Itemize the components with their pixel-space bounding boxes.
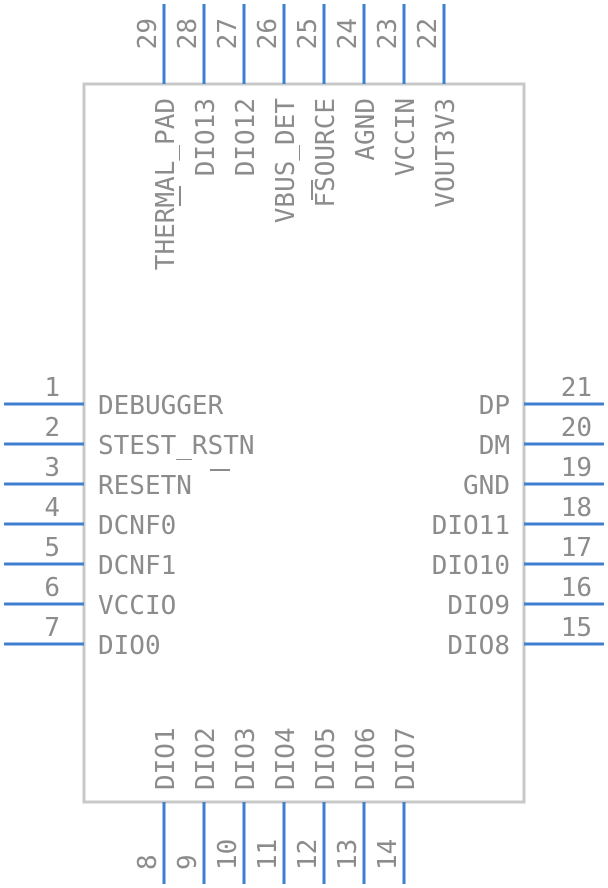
pin-label-vccin: VCCIN — [391, 98, 421, 176]
pin-number-8: 8 — [133, 854, 163, 870]
pin-label-dio11: DIO11 — [432, 511, 510, 541]
pin-number-15: 15 — [561, 613, 592, 643]
pin-number-24: 24 — [333, 18, 363, 49]
pin-label-dio9: DIO9 — [447, 591, 510, 621]
pin-label-vbus-det: VBUS_DET — [271, 98, 301, 224]
pin-label-dio2: DIO2 — [191, 727, 221, 790]
pin-number-23: 23 — [373, 18, 403, 49]
pin-label-debugger: DEBUGGER — [98, 391, 224, 421]
pin-number-5: 5 — [44, 533, 60, 563]
pin-label-dio8: DIO8 — [447, 631, 510, 661]
pin-number-19: 19 — [561, 453, 592, 483]
pin-number-20: 20 — [561, 413, 592, 443]
pin-label-vout3v3: VOUT3V3 — [431, 98, 461, 208]
pin-number-10: 10 — [213, 839, 243, 870]
pin-number-11: 11 — [253, 839, 283, 870]
pin-label-dio0: DIO0 — [98, 631, 161, 661]
pin-label-fsource: FSOURCE — [311, 98, 341, 208]
component-body — [82, 82, 526, 804]
pin-label-vccio: VCCIO — [98, 591, 176, 621]
pin-label-dio4: DIO4 — [271, 727, 301, 790]
pin-label-dcnf0: DCNF0 — [98, 511, 176, 541]
pin-label-thermal-pad: THERMAL_PAD — [151, 98, 181, 270]
pin-label-dp: DP — [479, 391, 510, 421]
pin-number-27: 27 — [213, 18, 243, 49]
pin-number-25: 25 — [293, 18, 323, 49]
pin-number-22: 22 — [413, 18, 443, 49]
pin-number-28: 28 — [173, 18, 203, 49]
pin-label-dio5: DIO5 — [311, 727, 341, 790]
pin-number-6: 6 — [44, 573, 60, 603]
pin-label-resetn: RESETN — [98, 471, 192, 501]
pin-number-9: 9 — [173, 854, 203, 870]
pin-number-14: 14 — [373, 839, 403, 870]
pin-number-17: 17 — [561, 533, 592, 563]
pin-label-dio6: DIO6 — [351, 727, 381, 790]
pin-number-13: 13 — [333, 839, 363, 870]
pin-label-dio12: DIO12 — [231, 98, 261, 176]
pin-label-dio10: DIO10 — [432, 551, 510, 581]
pin-number-4: 4 — [44, 493, 60, 523]
pin-number-26: 26 — [253, 18, 283, 49]
pin-number-1: 1 — [44, 373, 60, 403]
pin-label-dio13: DIO13 — [191, 98, 221, 176]
pin-label-dio3: DIO3 — [231, 727, 261, 790]
pin-label-dm: DM — [479, 431, 510, 461]
pin-label-gnd: GND — [463, 471, 510, 501]
pin-number-7: 7 — [44, 613, 60, 643]
pin-label-dio1: DIO1 — [151, 727, 181, 790]
pin-number-2: 2 — [44, 413, 60, 443]
pin-label-dio7: DIO7 — [391, 727, 421, 790]
pin-label-stest-rstn: STEST_RSTN — [98, 431, 255, 461]
pin-number-29: 29 — [133, 18, 163, 49]
pin-number-18: 18 — [561, 493, 592, 523]
pin-number-12: 12 — [293, 839, 323, 870]
pin-number-3: 3 — [44, 453, 60, 483]
pin-label-dcnf1: DCNF1 — [98, 551, 176, 581]
pin-number-21: 21 — [561, 373, 592, 403]
pin-number-16: 16 — [561, 573, 592, 603]
pin-label-agnd: AGND — [351, 98, 381, 161]
